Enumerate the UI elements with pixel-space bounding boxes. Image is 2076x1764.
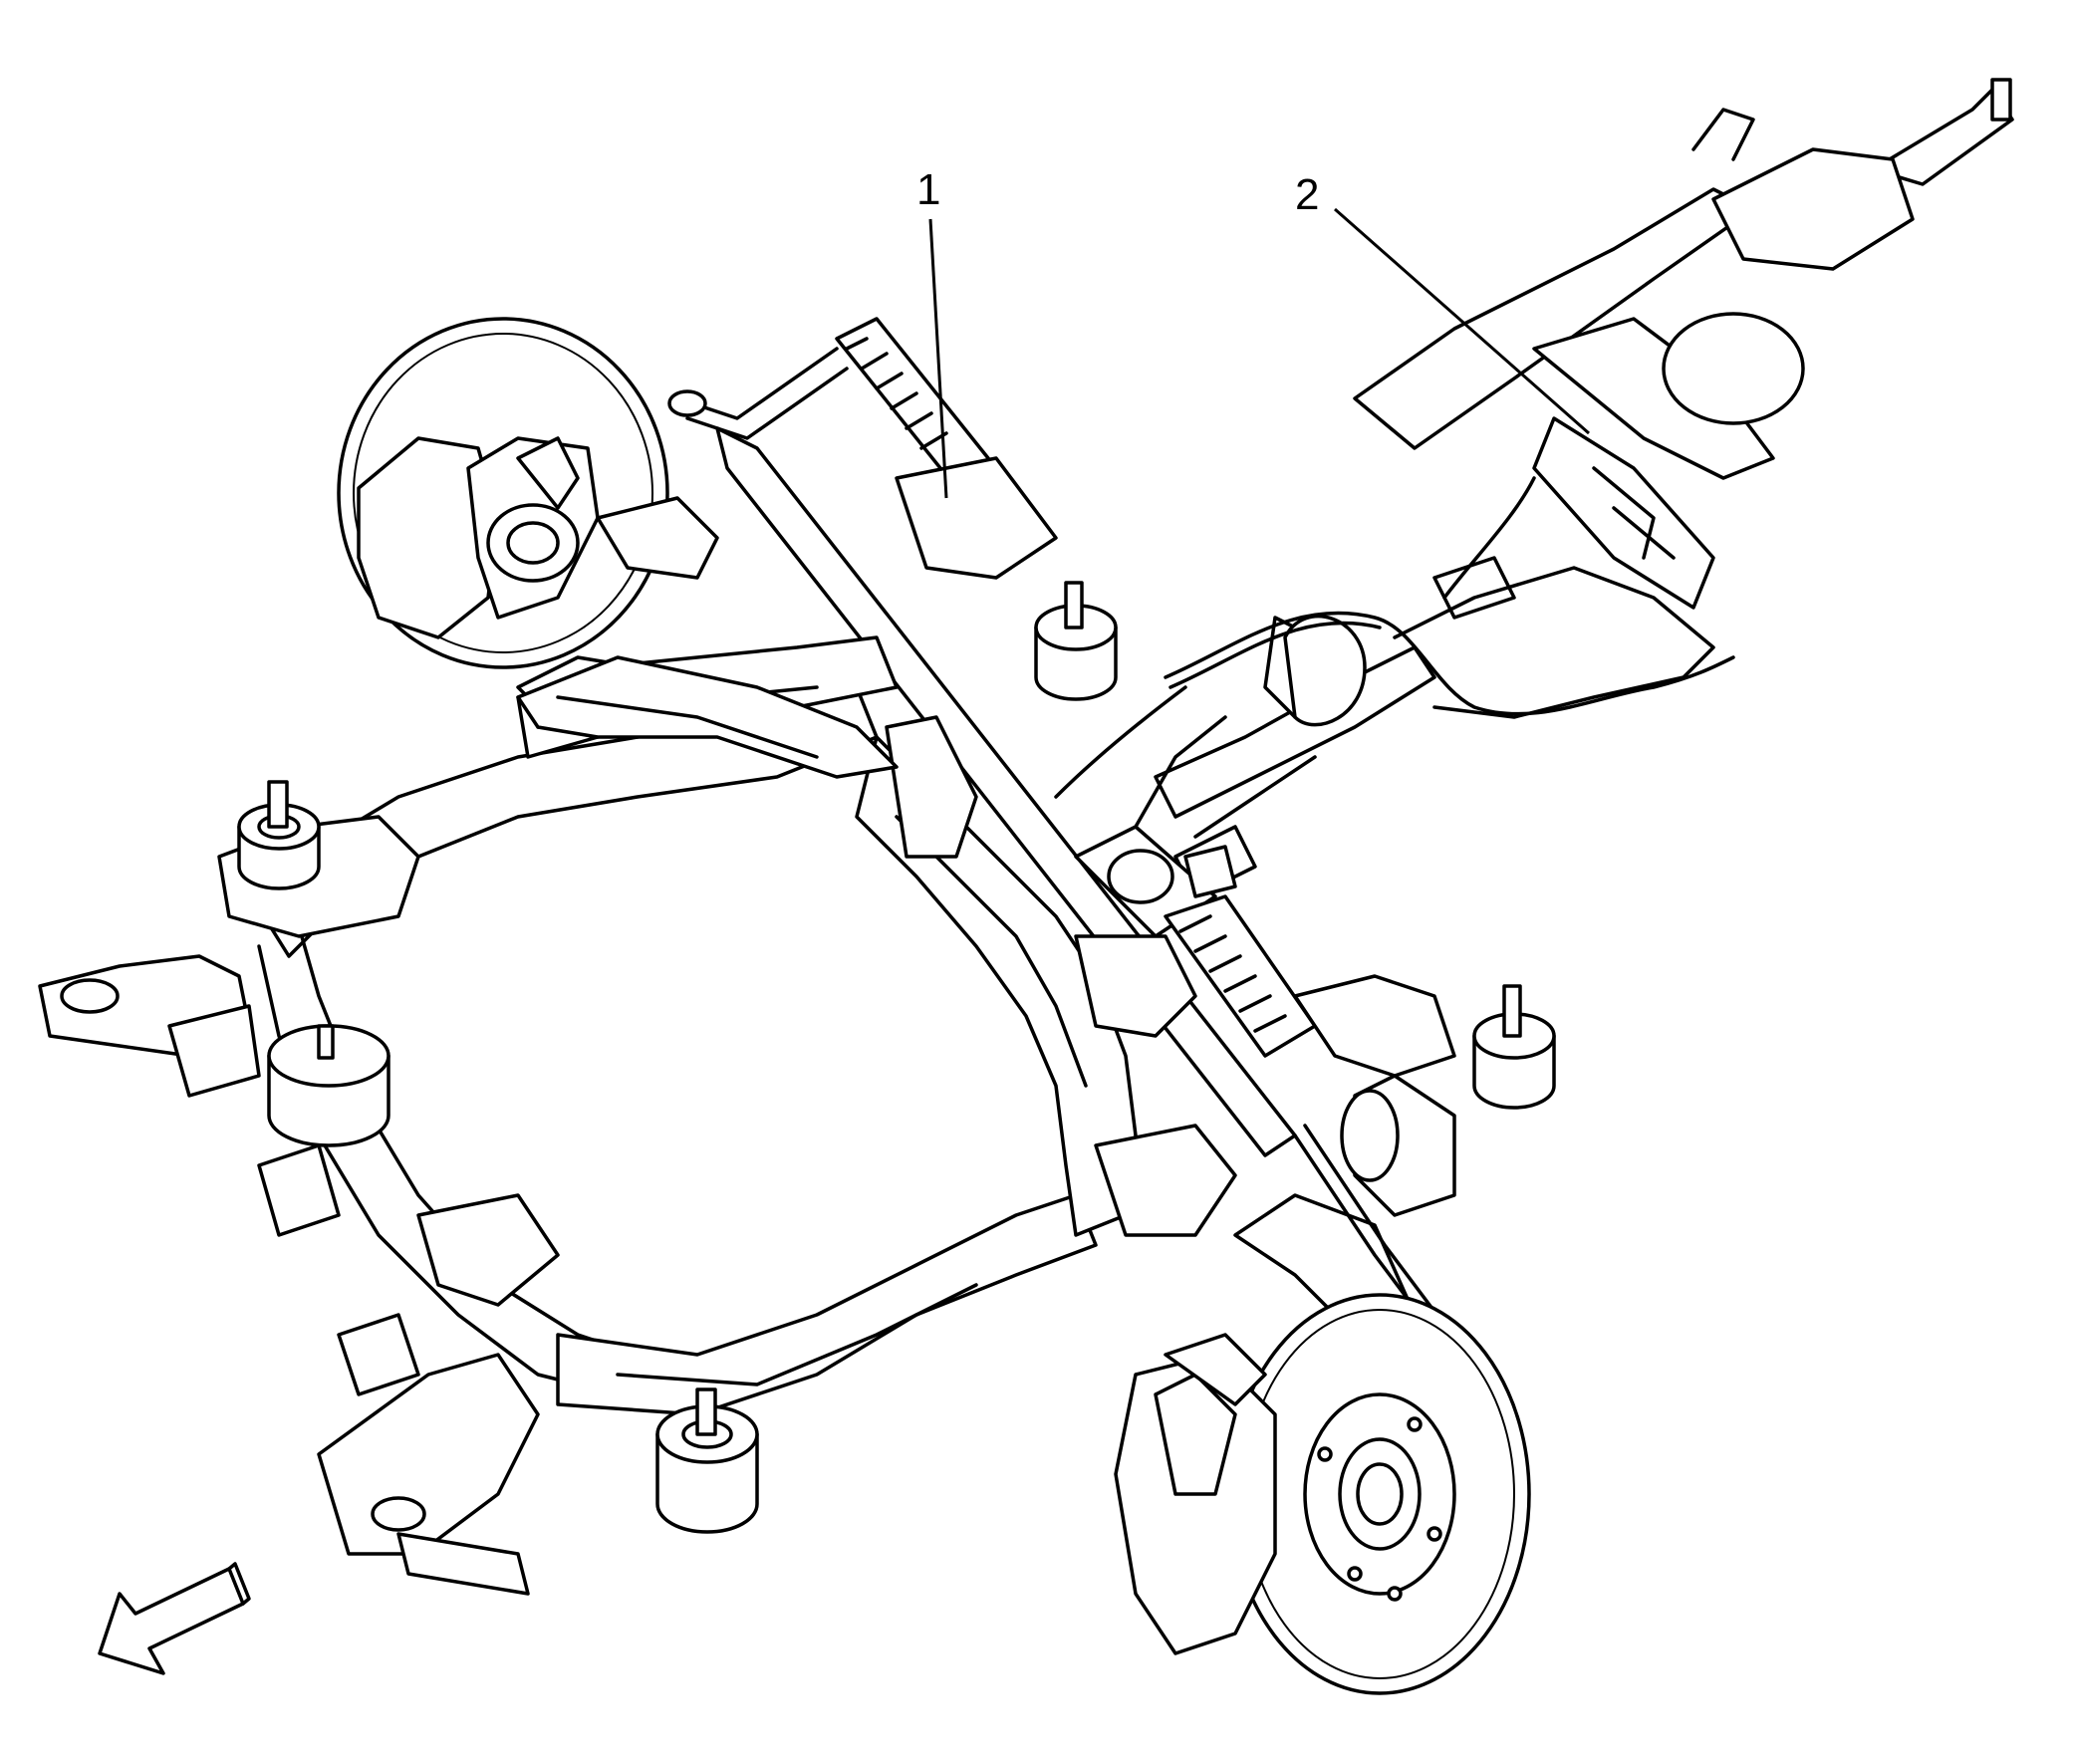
subframe-mounts xyxy=(237,581,1556,1534)
mount-front-left-large xyxy=(267,1024,390,1147)
callout-2-label: 2 xyxy=(1295,170,1319,219)
front-direction-arrow-icon xyxy=(98,1562,251,1675)
callout-2-leader xyxy=(1334,207,1590,435)
mount-right-large xyxy=(1340,1074,1456,1217)
mount-front-center xyxy=(655,1387,759,1534)
callout-1: 1 xyxy=(916,165,948,499)
front-subframe xyxy=(38,635,1237,1596)
steering-column xyxy=(1154,78,2014,898)
callout-2: 2 xyxy=(1295,170,1590,435)
mount-right xyxy=(1472,984,1556,1110)
tie-rods xyxy=(667,347,1446,1337)
right-brake-assembly xyxy=(1114,1293,1531,1695)
callout-1-leader xyxy=(928,218,948,499)
wiring-harness xyxy=(1054,476,1735,799)
callout-1-label: 1 xyxy=(916,165,940,214)
mount-rear-center xyxy=(1034,581,1118,701)
left-brake-assembly xyxy=(337,317,719,669)
mount-rear-left xyxy=(237,780,321,890)
